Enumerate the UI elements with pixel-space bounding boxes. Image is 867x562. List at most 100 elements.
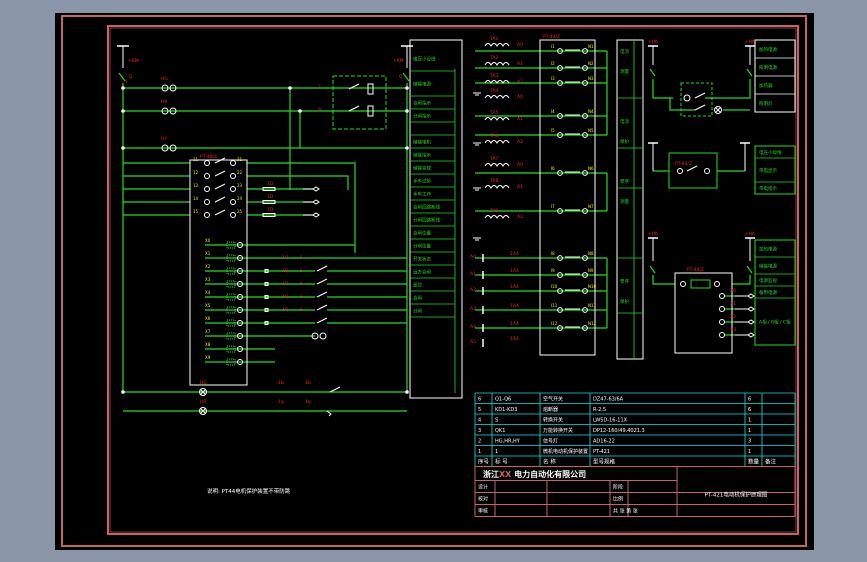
switch-contact: [348, 105, 360, 112]
terminal: [582, 48, 588, 54]
device-tag: A1: [470, 271, 476, 277]
terminal: [237, 268, 243, 274]
terminal-diamond: [312, 186, 320, 192]
device-tag: X0: [730, 288, 736, 294]
terminal-tag: N12: [588, 321, 597, 326]
junction-dot: [405, 390, 409, 394]
device-tag: 1A4: [510, 321, 519, 327]
table-cell: LW5D-16-11X: [593, 418, 628, 424]
device-tag: TA8: [489, 178, 498, 184]
display-relay-box: [668, 152, 718, 189]
device-tag: S: [300, 268, 303, 274]
switch-contact: [214, 157, 226, 164]
terminal: [230, 160, 236, 166]
terminal: [557, 255, 563, 261]
label-scale: 比例: [613, 496, 623, 503]
terminal-diamond: [312, 199, 320, 205]
device-tag: X3: [730, 327, 736, 333]
terminal: [230, 173, 236, 179]
lamp-cross: [715, 107, 721, 113]
device-tag: A0: [470, 254, 476, 260]
switch-contact: [329, 386, 341, 393]
lamp-icon: [199, 407, 207, 415]
device-tag: 1A4: [510, 284, 519, 290]
device-tag: 7: [318, 84, 321, 90]
lamp: [311, 332, 319, 340]
terminal: [557, 80, 563, 86]
device-tag: TA5: [489, 110, 498, 116]
device-tag: PT-44/Z: [675, 161, 692, 167]
function-label: 开关状态: [413, 256, 431, 263]
terminal: [557, 65, 563, 71]
table-header: 名 称: [543, 458, 556, 466]
function-label: 电压小母线: [759, 149, 782, 156]
terminal: [582, 65, 588, 71]
terminal-tag: 15: [193, 209, 199, 214]
junction-dot: [121, 86, 125, 90]
device-tag: A3: [470, 306, 476, 312]
terminal: [204, 199, 210, 205]
terminal: [677, 168, 683, 174]
device-tag: A1: [517, 184, 523, 190]
drawing-title: PT-421电动机保护原理图: [705, 491, 768, 499]
fuse-icon: [262, 187, 276, 191]
ct-coil-icon: [484, 185, 510, 189]
device-tag: +KM: [393, 58, 404, 64]
terminal: [557, 48, 563, 54]
wire: [652, 275, 675, 285]
function-label: 带电显示: [759, 167, 777, 174]
terminal: [582, 170, 588, 176]
device-tag: 1Q: [282, 268, 289, 274]
label-sheets: 共 张 第 张: [613, 508, 638, 515]
terminal-tag: 14: [193, 196, 199, 201]
table-cell: AD16-22: [593, 439, 615, 445]
function-label: 分闸指示: [413, 113, 431, 120]
label-stage: 阶段: [613, 484, 623, 491]
device-tag: A0: [517, 94, 523, 100]
device-tag: 1D: [267, 194, 274, 200]
control-wiring: [122, 50, 751, 412]
table-cell: 1: [748, 418, 751, 424]
function-label: 储能指示: [413, 152, 431, 159]
table-cell: 微机电动机保护装置: [543, 448, 588, 455]
device-tag: 1A4: [510, 336, 519, 342]
switch-contact: [214, 170, 226, 177]
device-tag: HR: [161, 99, 168, 105]
terminal-tag: 23: [237, 183, 243, 188]
terminal-link: [226, 254, 236, 262]
terminal-tag: X4: [205, 290, 211, 295]
switch-contact: [694, 104, 706, 111]
table-cell: 熔断器: [543, 406, 558, 413]
device-tag: 1A4: [510, 251, 519, 257]
table-cell: DP12-160/49.4021.3: [593, 428, 645, 434]
terminal: [582, 307, 588, 313]
device-tag: HR: [200, 399, 207, 405]
device-tag: +KM: [128, 58, 139, 64]
table-header: 备注: [765, 458, 777, 466]
terminal: [704, 168, 710, 174]
function-label: 零序: [620, 278, 629, 285]
terminal-tag: X9: [205, 355, 211, 360]
terminal-tag: 11: [193, 157, 199, 162]
function-label: 分闸: [413, 308, 422, 315]
company-name: 浙江XX 电力自动化有限公司: [483, 469, 586, 479]
terminal-tag: N6: [588, 166, 594, 171]
terminal-tag: X0: [205, 238, 211, 243]
function-label: 照明灯: [759, 100, 773, 107]
device-tag: +HK: [745, 231, 756, 237]
terminal: [582, 288, 588, 294]
relay-box: [332, 75, 387, 130]
indicator-lamp: [169, 107, 177, 115]
table-cell: 3: [478, 428, 481, 434]
table-cell: 4: [478, 418, 481, 424]
terminal: [204, 212, 210, 218]
function-label: 电源监视: [759, 277, 777, 284]
function-label: 手车工作: [413, 191, 431, 198]
coil-icon: [367, 105, 374, 117]
device-tag: PT-44/Z: [687, 267, 704, 273]
terminal: [237, 320, 243, 326]
table-cell: DZ47-63/6A: [593, 397, 624, 403]
device-tag: HY: [161, 136, 167, 142]
protection-relay-block: [189, 159, 248, 386]
table-cell: Q1-Q6: [495, 397, 511, 403]
